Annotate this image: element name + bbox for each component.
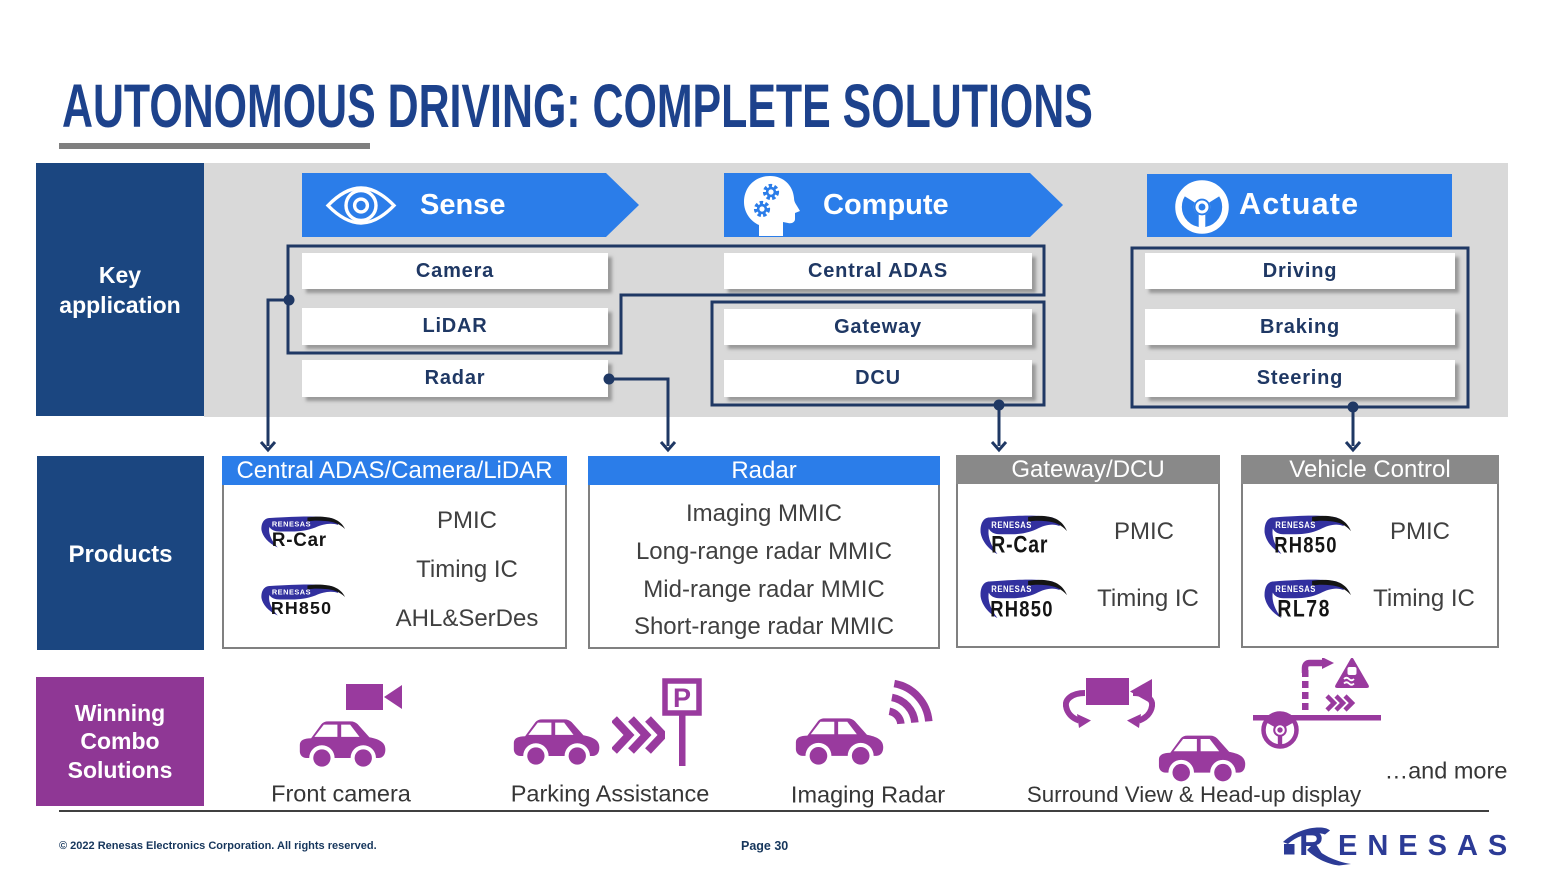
svg-text:RENESAS: RENESAS: [991, 583, 1032, 594]
svg-text:R-Car: R-Car: [991, 530, 1048, 556]
svg-text:RENESAS: RENESAS: [1275, 519, 1316, 530]
svg-text:RL78: RL78: [1277, 594, 1331, 620]
svg-text:R: R: [1299, 826, 1324, 863]
svg-text:RENESAS: RENESAS: [272, 520, 311, 529]
svg-text:R-Car: R-Car: [272, 530, 327, 549]
svg-text:P: P: [673, 683, 691, 713]
svg-text:RENESAS: RENESAS: [991, 519, 1032, 530]
svg-text:RENESAS: RENESAS: [1275, 583, 1316, 594]
svg-text:RH850: RH850: [1274, 533, 1337, 556]
svg-text:RH850: RH850: [271, 598, 332, 617]
svg-text:RH850: RH850: [990, 597, 1053, 620]
svg-text:ENESAS: ENESAS: [1338, 830, 1507, 862]
svg-text:RENESAS: RENESAS: [272, 588, 311, 597]
